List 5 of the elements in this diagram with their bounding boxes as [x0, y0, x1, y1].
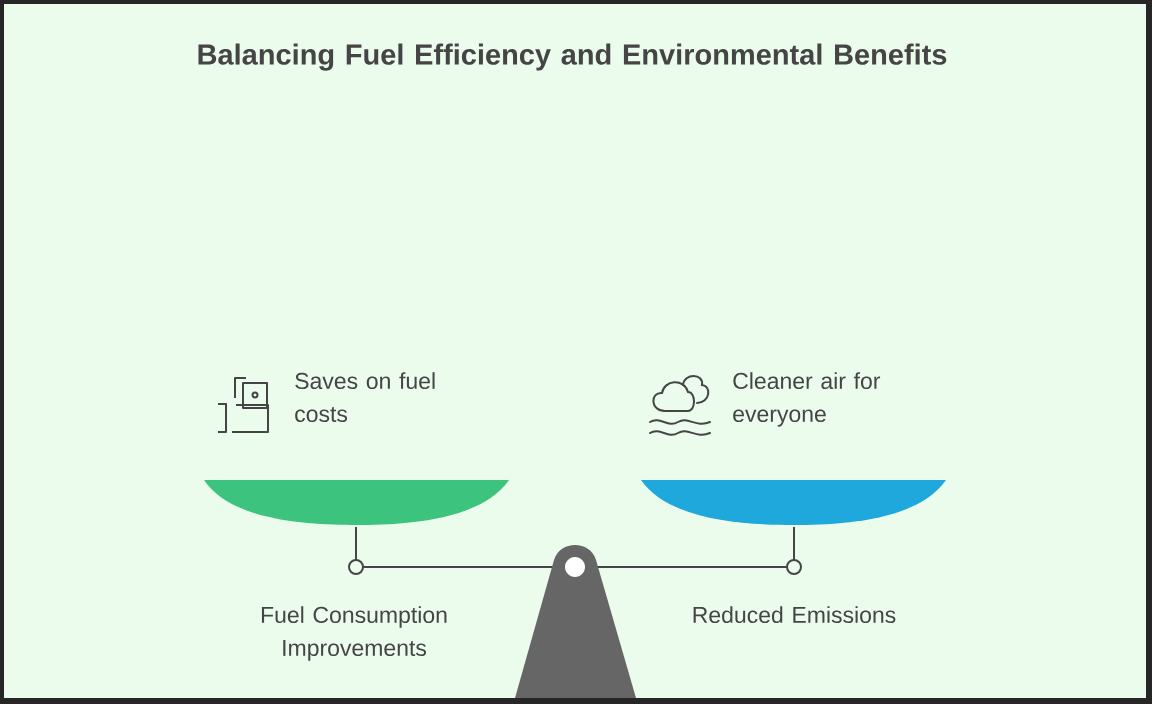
- side-label: Reduced Emissions: [693, 606, 896, 624]
- benefit-text: Saves on fuel costs: [295, 372, 435, 423]
- title: Balancing Fuel Efficiency and Environmental Benefits: [198, 43, 947, 71]
- benefit-text: Cleaner air for everyone: [733, 372, 881, 427]
- side-label: Fuel Consumption Improvements: [261, 606, 447, 661]
